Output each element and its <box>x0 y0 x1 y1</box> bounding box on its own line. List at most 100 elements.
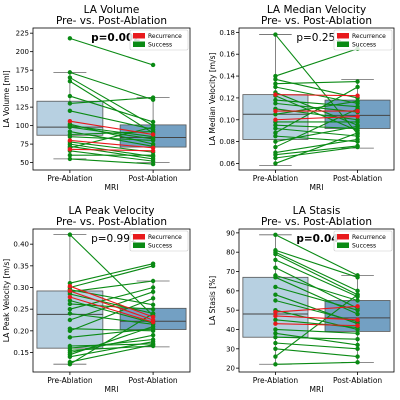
chart-title: LA Volume <box>84 4 140 16</box>
y-tick-label: 200 <box>16 48 29 56</box>
plot-frame <box>32 228 191 373</box>
y-tick-label: 50 <box>20 159 29 167</box>
data-point-pre <box>67 153 73 158</box>
data-point-pre <box>273 73 278 79</box>
pair-line <box>275 332 358 346</box>
pair-line <box>275 348 358 358</box>
data-point-pre <box>67 134 73 139</box>
data-point-post <box>355 354 360 359</box>
pair-line <box>275 251 358 292</box>
y-axis-label: LA Median Velocity [m/s] <box>208 52 217 145</box>
data-point-pre <box>273 335 278 340</box>
pair-line <box>69 126 154 149</box>
legend-label-success: Success <box>148 42 172 49</box>
legend-swatch-recurrence <box>337 33 349 39</box>
pair-line <box>69 125 154 138</box>
data-point-pre <box>67 232 73 237</box>
data-point-pre <box>67 311 73 316</box>
pair-line <box>69 341 154 358</box>
x-axis-label: MRI <box>310 385 324 394</box>
legend-label-recurrence: Recurrence <box>148 234 182 241</box>
pair-line <box>275 86 358 134</box>
data-point-post <box>355 331 360 336</box>
data-point-post <box>355 336 360 342</box>
pair-line <box>69 285 154 318</box>
pair-line <box>275 299 358 323</box>
data-point-post <box>355 130 360 136</box>
data-point-pre <box>67 70 73 75</box>
pair-line <box>275 274 358 302</box>
pair-line <box>275 48 358 77</box>
pair-line <box>275 108 358 148</box>
pair-line <box>69 293 154 315</box>
pair-line <box>69 80 154 134</box>
x-tick-label: Post-Ablation <box>333 376 382 385</box>
data-point-post <box>355 93 360 98</box>
pair-line <box>69 136 154 141</box>
data-point-post <box>150 263 156 269</box>
data-point-pre <box>273 123 278 128</box>
data-point-pre <box>67 294 73 300</box>
data-point-post <box>355 137 360 142</box>
y-tick-label: 0.25 <box>13 306 29 314</box>
pair-line <box>275 94 358 97</box>
data-point-post <box>150 138 156 143</box>
data-point-pre <box>67 93 73 99</box>
pair-line <box>275 145 358 156</box>
data-point-post <box>355 311 360 317</box>
p-value-label: p=0.04 <box>296 233 338 245</box>
data-point-post <box>355 144 360 150</box>
data-point-post <box>150 332 156 338</box>
data-point-pre <box>273 112 278 117</box>
y-tick-label: 0.08 <box>219 138 235 146</box>
chart-title: LA Peak Velocity <box>68 205 154 217</box>
y-axis-label: LA Peak Velocity [m/s] <box>2 259 11 343</box>
legend-swatch-success <box>133 242 145 248</box>
data-point-pre <box>273 265 278 270</box>
y-tick-label: 150 <box>16 85 29 93</box>
pair-line <box>69 158 154 165</box>
data-point-pre <box>67 147 73 152</box>
legend-swatch-recurrence <box>133 33 145 39</box>
y-tick-label: 40 <box>226 326 235 334</box>
data-point-pre <box>273 321 278 326</box>
data-point-post <box>150 124 156 130</box>
data-point-post <box>355 124 360 129</box>
data-point-pre <box>273 317 278 323</box>
y-tick-label: 0.16 <box>219 51 235 59</box>
pair-line <box>69 280 154 293</box>
pair-line <box>69 120 154 136</box>
pair-line <box>275 336 358 340</box>
data-point-pre <box>273 309 278 315</box>
data-point-post <box>150 289 156 295</box>
data-point-post <box>355 288 360 294</box>
data-point-post <box>150 285 156 290</box>
legend-swatch-success <box>133 41 145 47</box>
x-axis-label: MRI <box>105 183 119 192</box>
data-point-pre <box>273 84 278 90</box>
x-tick-label: Pre-Ablation <box>253 174 299 183</box>
pair-line <box>69 265 154 289</box>
data-point-post <box>150 342 156 347</box>
y-tick-label: 70 <box>226 268 235 276</box>
data-point-post <box>355 108 360 114</box>
data-point-pre <box>273 97 278 103</box>
pair-line <box>275 234 358 276</box>
data-point-pre <box>67 101 73 106</box>
y-tick-label: 0.35 <box>13 262 29 270</box>
pair-line <box>275 138 358 154</box>
pair-line <box>275 249 358 278</box>
pair-line <box>275 286 358 311</box>
pair-line <box>275 253 358 296</box>
pair-line <box>69 110 154 130</box>
data-point-pre <box>273 340 278 346</box>
data-point-pre <box>273 139 278 144</box>
y-tick-label: 50 <box>226 307 235 315</box>
data-point-post <box>355 275 360 280</box>
